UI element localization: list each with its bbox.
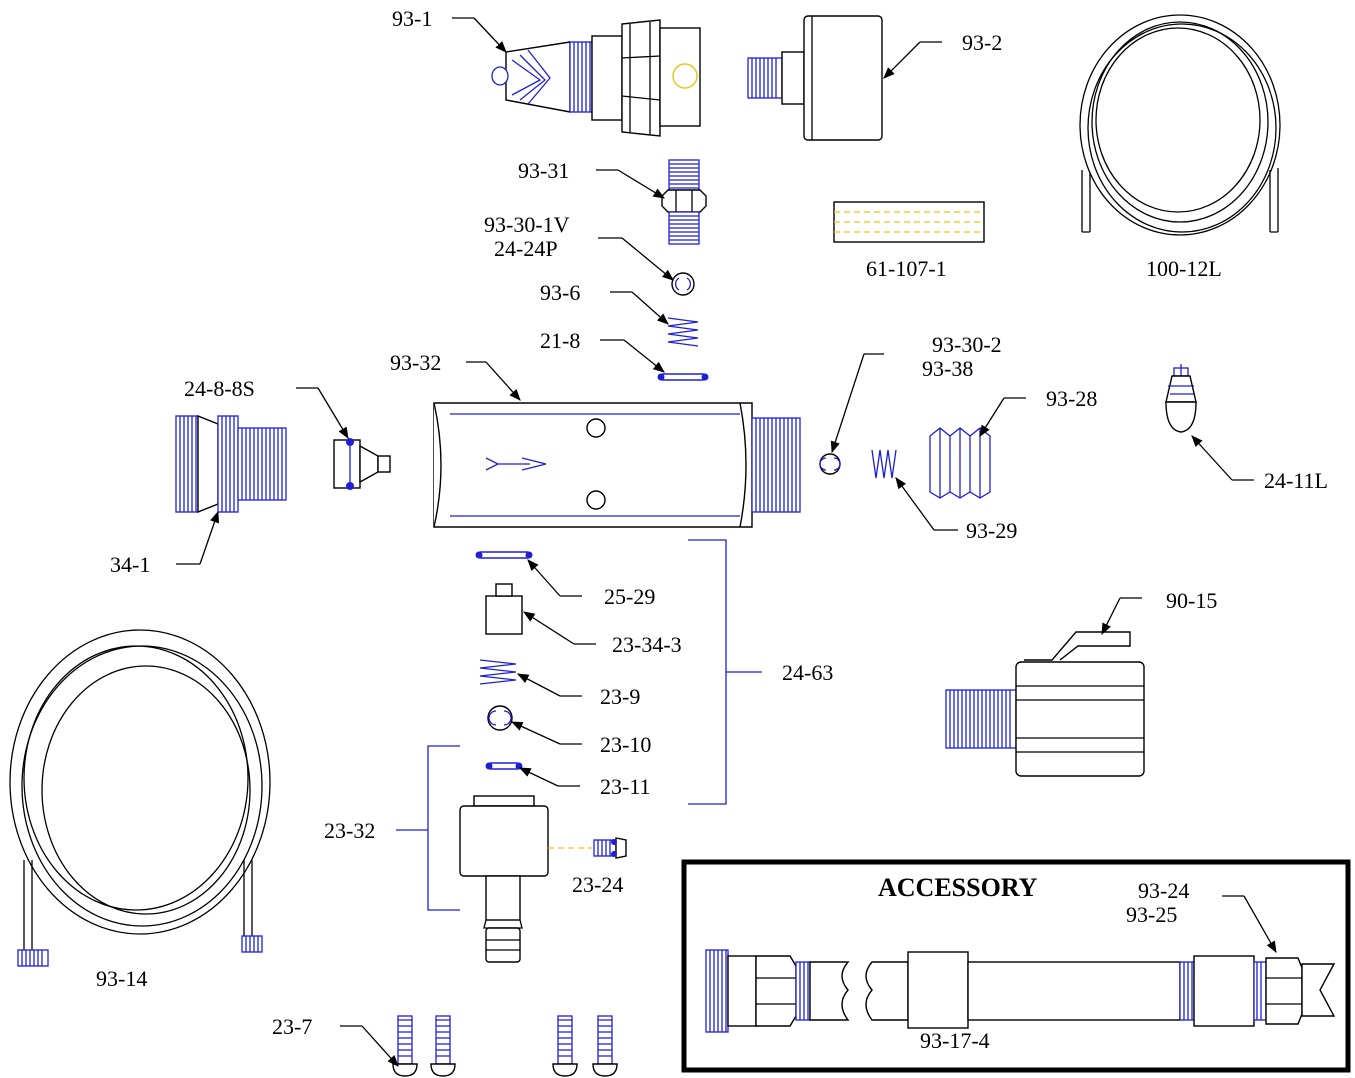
part-23-11-oring	[485, 762, 523, 770]
label-24-8-8S: 24-8-8S	[184, 376, 255, 401]
part-93-31-adapter	[661, 159, 707, 245]
label-93-17-4: 93-17-4	[920, 1028, 990, 1053]
part-93-28-bellows	[929, 427, 991, 499]
part-93-30-2-ball	[819, 453, 841, 475]
callout-93-29: 93-29	[895, 477, 1017, 543]
label-23-32: 23-32	[324, 818, 375, 843]
label-93-25: 93-25	[1126, 902, 1177, 927]
callout-93-1: 93-1	[392, 6, 507, 53]
label-93-30-1V: 93-30-1V	[484, 212, 570, 237]
callout-93-32: 93-32	[390, 350, 521, 401]
screw-4	[592, 1015, 618, 1077]
callout-23-11: 23-11	[518, 767, 651, 799]
callout-93-30-1V: 93-30-1V 24-24P	[484, 212, 674, 281]
label-23-7: 23-7	[272, 1014, 312, 1039]
label-93-38: 93-38	[922, 356, 973, 381]
callout-93-2: 93-2	[883, 30, 1002, 79]
part-34-1-coupling	[175, 414, 287, 514]
screw-3	[552, 1015, 578, 1077]
callout-93-31: 93-31	[518, 158, 665, 199]
label-23-10: 23-10	[600, 732, 651, 757]
label-93-24: 93-24	[1138, 878, 1189, 903]
callout-23-10: 23-10	[510, 721, 651, 757]
screw-2	[430, 1015, 456, 1077]
part-90-15-ball-valve	[945, 631, 1145, 777]
label-34-1: 34-1	[110, 552, 150, 577]
callout-23-7: 23-7	[272, 1014, 399, 1067]
part-93-30-1V-ball	[671, 272, 695, 296]
label-24-24P: 24-24P	[494, 236, 558, 261]
label-93-30-2: 93-30-2	[932, 332, 1002, 357]
label-23-34-3: 23-34-3	[612, 632, 682, 657]
accessory-box: ACCESSORY 93-24 93-25	[681, 859, 1351, 1073]
part-23-9-spring	[479, 659, 517, 685]
label-61-107-1: 61-107-1	[866, 256, 947, 281]
label-93-14: 93-14	[96, 966, 147, 991]
bracket-23-32: 23-32	[324, 745, 460, 911]
label-93-28: 93-28	[1046, 386, 1097, 411]
callout-24-11L: 24-11L	[1191, 435, 1328, 493]
label-93-1: 93-1	[392, 6, 432, 31]
label-23-9: 23-9	[600, 684, 640, 709]
part-61-107-1-insert	[833, 201, 985, 243]
part-93-32-body	[433, 402, 801, 528]
label-93-2: 93-2	[962, 30, 1002, 55]
callout-25-29: 25-29	[527, 559, 655, 609]
label-90-15: 90-15	[1166, 588, 1217, 613]
label-93-29: 93-29	[966, 518, 1017, 543]
callout-21-8: 21-8	[540, 328, 665, 373]
part-23-24-screw	[593, 837, 627, 859]
label-93-32: 93-32	[390, 350, 441, 375]
part-93-2-cap	[747, 15, 883, 141]
part-23-32-housing	[459, 795, 592, 963]
part-93-6-spring	[667, 317, 699, 347]
label-24-63: 24-63	[782, 660, 833, 685]
callout-23-34-3: 23-34-3	[523, 611, 682, 657]
part-25-29-oring	[475, 551, 533, 559]
label-100-12L: 100-12L	[1146, 256, 1222, 281]
part-24-8-8S-nozzle	[333, 438, 391, 490]
part-100-12L-coiled-tubing	[1079, 14, 1281, 236]
part-93-29-spring	[871, 449, 897, 479]
label-23-11: 23-11	[600, 774, 651, 799]
bracket-24-63: 24-63	[688, 539, 833, 805]
part-23-34-3-plunger	[485, 583, 523, 635]
label-93-31: 93-31	[518, 158, 569, 183]
accessory-hose-assembly	[705, 949, 1336, 1033]
callout-93-30-2: 93-30-2 93-38	[830, 332, 1002, 454]
callout-24-8-8S: 24-8-8S	[184, 376, 349, 440]
accessory-title: ACCESSORY	[878, 873, 1038, 902]
part-23-10-ball	[487, 705, 513, 731]
label-25-29: 25-29	[604, 584, 655, 609]
callout-34-1: 34-1	[110, 510, 219, 577]
part-23-7-screws	[392, 1015, 618, 1077]
callout-90-15: 90-15	[1101, 588, 1217, 636]
callout-93-28: 93-28	[979, 386, 1097, 437]
callout-93-24: 93-24 93-25	[1126, 878, 1277, 954]
part-93-1-injector-knob	[491, 19, 701, 137]
label-21-8: 21-8	[540, 328, 580, 353]
callout-23-9: 23-9	[516, 673, 640, 709]
part-24-11L-tip	[1165, 364, 1197, 433]
callout-93-6: 93-6	[540, 280, 669, 325]
label-93-6: 93-6	[540, 280, 580, 305]
label-24-11L: 24-11L	[1264, 468, 1328, 493]
screw-1	[392, 1015, 418, 1077]
part-93-14-hose-coil	[9, 629, 271, 967]
part-21-8-oring	[657, 373, 709, 381]
label-23-24: 23-24	[572, 872, 623, 897]
